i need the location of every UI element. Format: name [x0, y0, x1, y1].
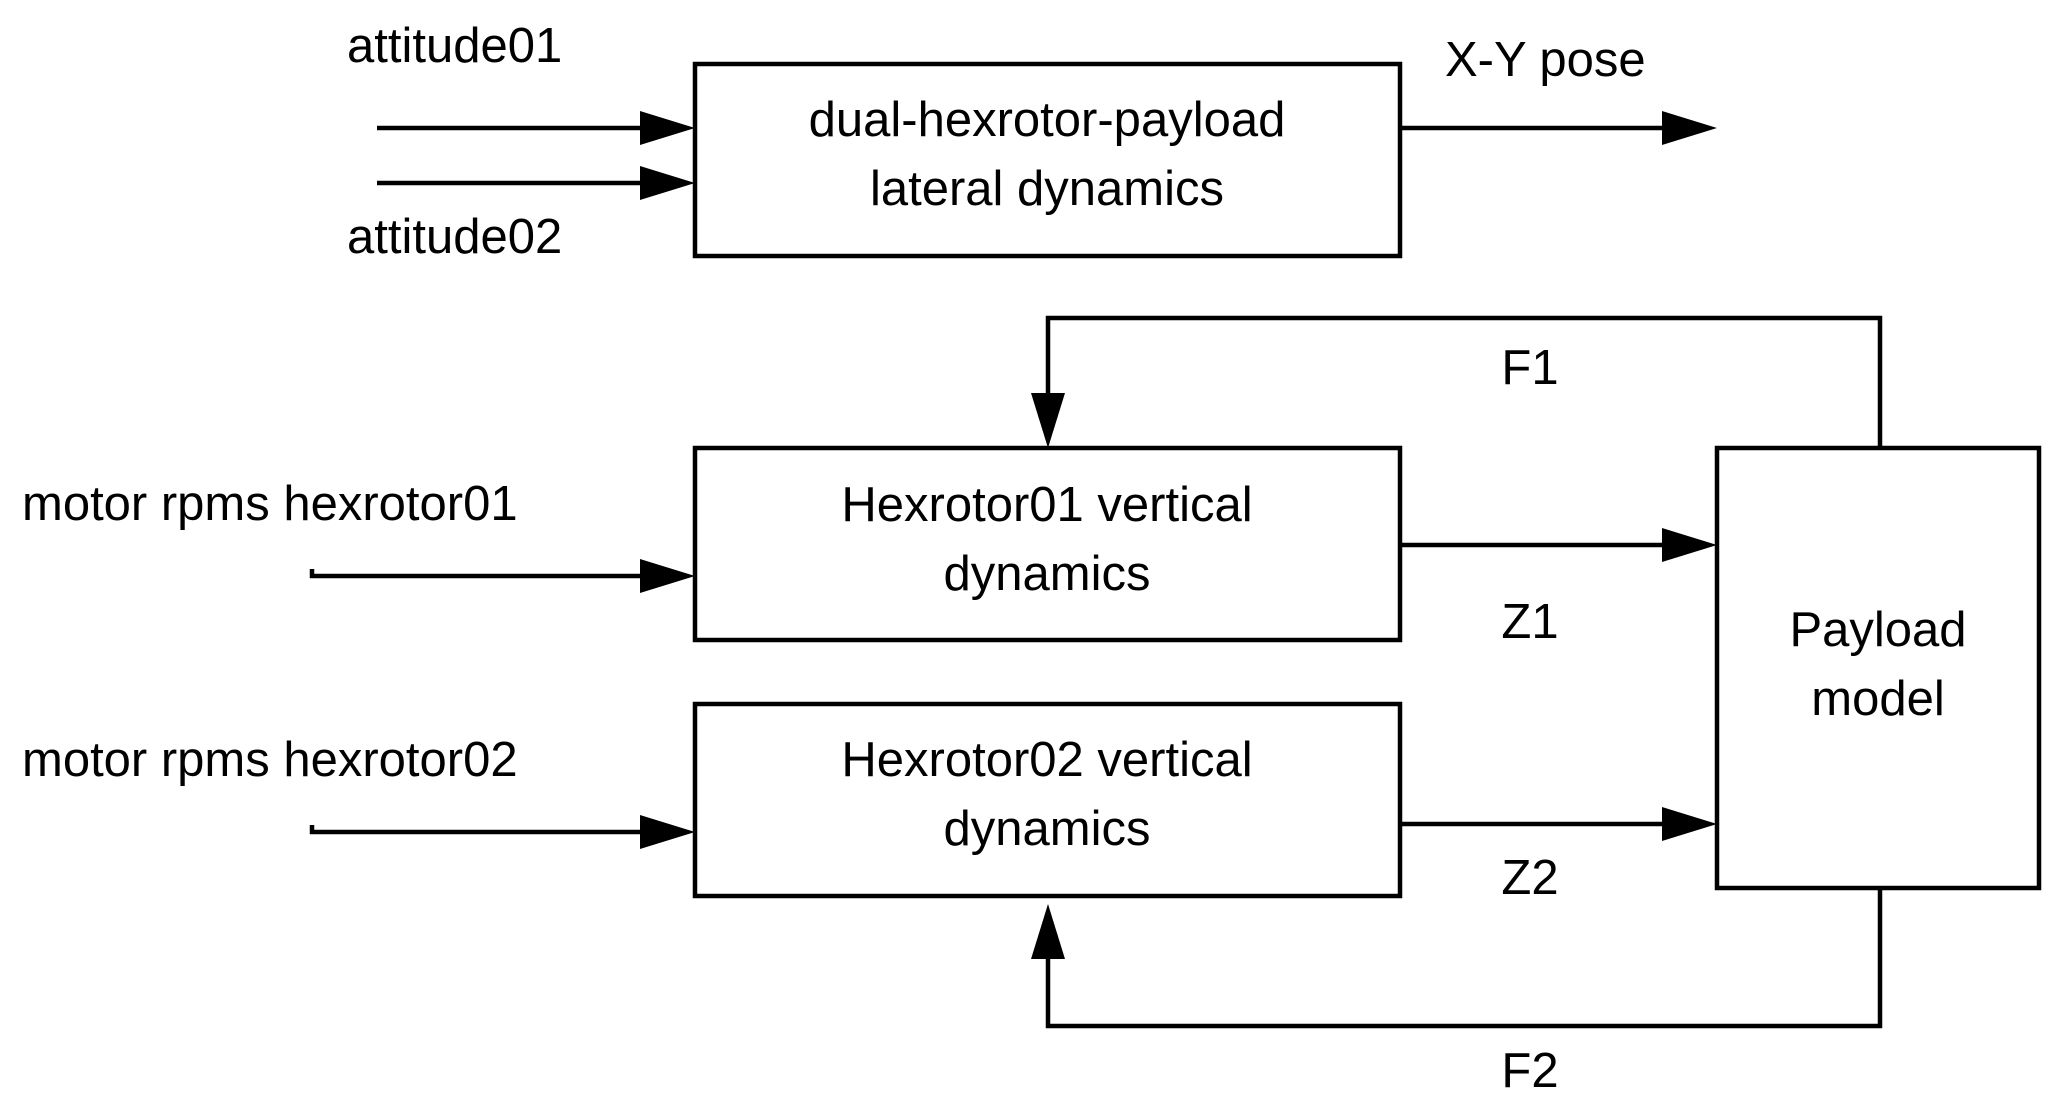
motor-rpms-hexrotor02-arrowhead: [640, 815, 695, 849]
z2-label: Z2: [1501, 851, 1558, 905]
hexrotor02-label-line1: Hexrotor02 vertical: [841, 733, 1252, 787]
f2-feedback-line: [1045, 888, 1883, 1029]
z2-arrowhead: [1662, 807, 1717, 841]
motor-rpms-hexrotor01-arrowhead: [640, 559, 695, 593]
f1-label: F1: [1501, 341, 1558, 395]
z1-label: Z1: [1501, 595, 1558, 649]
hexrotor01-label-line2: dynamics: [944, 547, 1151, 601]
f2-label: F2: [1501, 1044, 1558, 1098]
motor-rpms-hexrotor02-label: motor rpms hexrotor02: [22, 733, 518, 787]
xy-pose-arrowhead: [1662, 111, 1717, 145]
hexrotor02-block: [692, 701, 1403, 899]
xy-pose-label: X-Y pose: [1445, 33, 1646, 87]
hexrotor01-label-line1: Hexrotor01 vertical: [841, 478, 1252, 532]
attitude01-arrowhead: [640, 111, 695, 145]
z1-arrowhead: [1662, 528, 1717, 562]
f1-arrowhead: [1031, 393, 1065, 448]
payload-model-block: [1714, 445, 2042, 891]
lateral-dynamics-block: [692, 61, 1403, 259]
lateral-dynamics-label-line2: lateral dynamics: [870, 162, 1224, 216]
motor-rpms-hexrotor01-label: motor rpms hexrotor01: [22, 477, 518, 531]
attitude02-label: attitude02: [347, 210, 562, 264]
attitude01-label: attitude01: [347, 19, 562, 73]
attitude02-arrowhead: [640, 166, 695, 200]
lateral-dynamics-label-line1: dual-hexrotor-payload: [809, 93, 1286, 147]
payload-model-label-line1: Payload: [1789, 603, 1966, 657]
hexrotor01-block: [692, 445, 1403, 643]
payload-model-label-line2: model: [1811, 672, 1944, 726]
f1-feedback-line: [1045, 315, 1883, 448]
hexrotor02-label-line2: dynamics: [944, 802, 1151, 856]
f2-arrowhead: [1031, 904, 1065, 959]
